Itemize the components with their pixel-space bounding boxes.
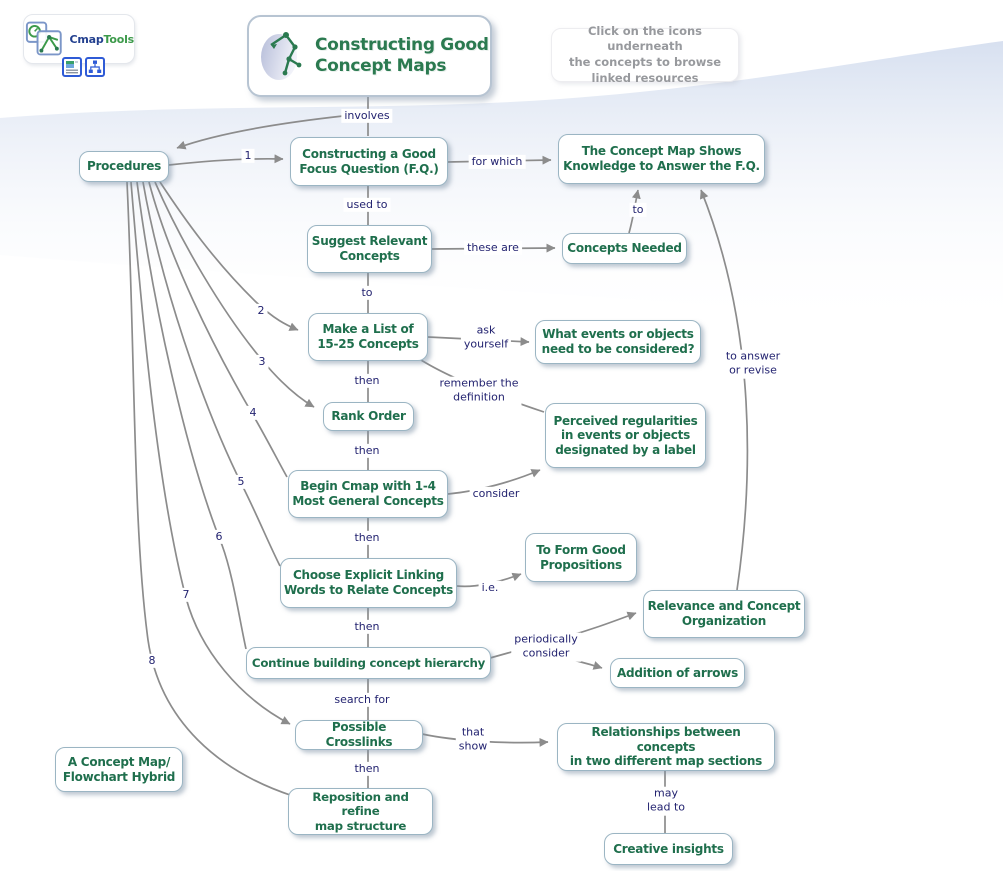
link-label-these-are: these are <box>464 240 522 256</box>
edge-fan-3 <box>154 181 315 408</box>
concept-node-procedures: Procedures <box>79 151 169 182</box>
concept-node-possible-crosslinks: Possible Crosslinks <box>295 720 423 750</box>
concept-node-reposition: Reposition and refine map structure <box>288 788 433 835</box>
concept-node-concepts-needed: Concepts Needed <box>562 233 687 264</box>
concept-map-logo-icon <box>261 32 302 80</box>
link-label-num-5: 5 <box>234 474 248 490</box>
concept-node-continue-building: Continue building concept hierarchy <box>246 647 491 679</box>
link-label-consider: consider <box>469 486 523 502</box>
concept-node-rank-order: Rank Order <box>323 402 414 431</box>
concept-node-relationships: Relationships between concepts in two di… <box>557 723 775 771</box>
cmaptools-logo-icon <box>25 21 62 56</box>
link-label-may-lead: may lead to <box>643 786 689 816</box>
link-label-num-1: 1 <box>241 148 255 164</box>
concept-node-what-events: What events or objects need to be consid… <box>535 320 701 364</box>
document-glyph-icon <box>66 61 78 74</box>
link-label-num-3: 3 <box>255 354 269 370</box>
resource-icons <box>62 57 105 77</box>
link-label-then-3: then <box>351 530 383 546</box>
edge-relevance-to-mapshows <box>699 189 749 591</box>
concept-node-propositions: To Form Good Propositions <box>525 533 637 582</box>
link-label-ask-yourself: ask yourself <box>460 323 512 353</box>
link-label-to-upper: to <box>629 202 647 218</box>
concept-node-creative-insights: Creative insights <box>604 833 733 865</box>
title-node: Constructing Good Concept Maps <box>247 15 492 97</box>
edge-fan-2 <box>159 181 299 331</box>
concept-node-hybrid: A Concept Map/ Flowchart Hybrid <box>55 747 183 792</box>
link-label-then-1: then <box>351 373 383 389</box>
concept-node-focus-question: Constructing a Good Focus Question (F.Q.… <box>290 137 448 186</box>
concept-node-begin-cmap: Begin Cmap with 1-4 Most General Concept… <box>288 470 448 518</box>
link-label-ie: i.e. <box>478 580 502 596</box>
concept-node-suggest-concepts: Suggest Relevant Concepts <box>307 225 432 273</box>
link-label-num-4: 4 <box>246 405 260 421</box>
link-label-then-5: then <box>351 761 383 777</box>
concept-node-make-list: Make a List of 15-25 Concepts <box>308 313 428 361</box>
link-label-used-to: used to <box>343 197 391 213</box>
tree-glyph-icon <box>88 60 102 73</box>
link-label-num-8: 8 <box>145 653 159 669</box>
link-label-num-7: 7 <box>179 587 193 603</box>
link-label-to-lower: to <box>358 285 376 301</box>
edge-fan-4 <box>148 181 288 478</box>
concept-node-choose-linking: Choose Explicit Linking Words to Relate … <box>280 558 457 608</box>
link-label-periodically: periodically consider <box>511 632 581 662</box>
edge-procedures-to-fq <box>168 154 284 166</box>
link-label-search-for: search for <box>331 692 393 708</box>
concept-node-relevance: Relevance and Concept Organization <box>643 590 805 638</box>
edge-fan-7 <box>130 181 291 725</box>
link-label-then-4: then <box>351 619 383 635</box>
link-label-involves: involves <box>341 108 393 124</box>
document-resource-icon[interactable] <box>62 57 82 77</box>
instruction-note: Click on the icons underneath the concep… <box>551 24 739 85</box>
tree-resource-icon[interactable] <box>85 57 105 77</box>
link-label-that-show: that show <box>455 725 491 755</box>
brand-tools-label: Tools <box>103 32 135 46</box>
link-label-remember: remember the definition <box>436 376 522 406</box>
edge-involves-to-procedures <box>176 115 344 150</box>
edge-fan-6 <box>136 181 247 650</box>
concept-node-perceived-regularities: Perceived regularities in events or obje… <box>545 403 706 468</box>
edge-begin-to-perceived <box>447 469 541 495</box>
concept-node-addition-arrows: Addition of arrows <box>610 658 745 688</box>
link-label-to-answer: to answer or revise <box>722 349 784 379</box>
brand-text: CmapTools <box>69 33 134 46</box>
brand-cmap-label: Cmap <box>69 32 104 46</box>
link-label-for-which: for which <box>468 154 526 170</box>
link-label-then-2: then <box>351 443 383 459</box>
edge-fan-5 <box>142 181 281 567</box>
edge-continue-to-periodlabel <box>489 650 516 659</box>
link-label-num-6: 6 <box>212 529 226 545</box>
link-label-num-2: 2 <box>254 303 268 319</box>
map-title: Constructing Good Concept Maps <box>315 35 489 76</box>
concept-node-map-shows: The Concept Map Shows Knowledge to Answe… <box>558 134 765 184</box>
edge-fan-8 <box>126 181 294 797</box>
